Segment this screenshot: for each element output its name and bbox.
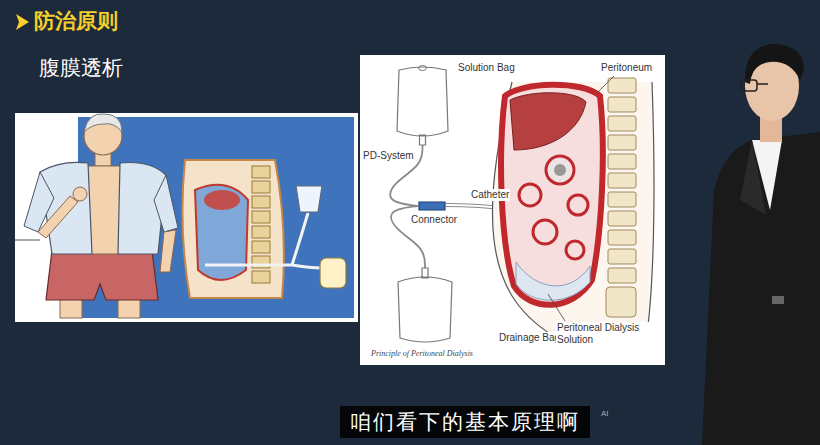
peritoneal-dialysis-illustration (608, 116, 636, 131)
connector-outline (418, 201, 446, 211)
presenter (772, 296, 784, 304)
slide-title: 防治原则 (34, 9, 118, 33)
peritoneal-dialysis-illustration (546, 156, 574, 184)
patient-illustration (252, 166, 270, 178)
presenter (741, 80, 757, 91)
patient-illustration (292, 213, 308, 265)
subtitle: 腹膜透析 (38, 56, 124, 80)
peritoneal-dialysis-illustration (608, 249, 636, 264)
connector-shape (419, 202, 445, 210)
patient-illustration (15, 113, 358, 322)
peritoneal-dialysis-illustration (492, 82, 654, 340)
peritoneal-dialysis-illustration (548, 294, 565, 321)
patient-illustration (252, 241, 270, 253)
peritoneal-dialysis-illustration (519, 184, 541, 206)
patient-illustration (252, 226, 270, 238)
figure-caption: Principle of Peritoneal Dialysis (371, 349, 473, 358)
patient-illustration (38, 196, 78, 238)
solution-bag-shape (397, 67, 448, 145)
part-label: PD-System (362, 150, 415, 162)
node-label: Solution Bag (457, 62, 516, 74)
peritoneal-dialysis-illustration (568, 195, 588, 215)
patient-illustration (205, 264, 292, 267)
peritoneal-dialysis-illustration (608, 78, 636, 93)
solution-bag: Solution Bag (395, 60, 450, 145)
drainage-bag: Drainage Bag (396, 268, 454, 346)
peritoneal-dialysis-illustration (510, 93, 586, 150)
peritoneal-dialysis-illustration (533, 220, 557, 244)
peritoneal-dialysis-illustration (598, 76, 614, 92)
hanger-hole (419, 66, 427, 71)
title-bullet (16, 14, 29, 30)
patient-illustration (252, 181, 270, 193)
part-label: Peritoneum (600, 62, 653, 74)
patient-illustration (46, 250, 158, 300)
patient-illustration (292, 265, 322, 268)
patient-illustration (320, 258, 346, 288)
part-label: Catheter (470, 189, 510, 201)
peritoneal-dialysis-illustration (608, 230, 636, 245)
presenter (702, 44, 820, 445)
peritoneal-dialysis-illustration (608, 192, 636, 207)
patient-illustration (160, 230, 176, 272)
presenter (745, 44, 804, 84)
presenter (740, 140, 766, 215)
peritoneal-dialysis-illustration (608, 135, 636, 150)
patient-illustration (252, 271, 270, 283)
node-label: Drainage Bag (498, 332, 561, 344)
peritoneal-dialysis-illustration (608, 211, 636, 226)
title-bullet (16, 14, 29, 30)
connector: Connector (418, 201, 446, 211)
peritoneal-dialysis-illustration (608, 154, 636, 169)
drainage-bag-outline (396, 268, 454, 346)
peritoneal-dialysis-illustration (608, 173, 636, 188)
patient-illustration (15, 113, 358, 322)
watermark: AI (600, 409, 610, 418)
peritoneal-dialysis-illustration (554, 164, 566, 176)
video-subtitle: 咱们看下的基本原理啊 (340, 406, 590, 438)
peritoneal-dialysis-illustration (360, 55, 665, 365)
patient-illustration (84, 114, 122, 132)
presenter (757, 83, 768, 85)
patient-illustration (252, 196, 270, 208)
patient-illustration (15, 240, 40, 241)
peritoneal-dialysis-illustration (606, 287, 636, 317)
peritoneal-dialysis-illustration (608, 97, 636, 112)
peritoneal-dialysis-illustration (566, 241, 584, 259)
peritoneal-dialysis-illustration (516, 262, 590, 300)
patient-illustration (296, 186, 322, 212)
patient-illustration (73, 187, 87, 201)
drainage-bag-shape (398, 268, 452, 342)
node-label: Connector (410, 214, 458, 226)
peritoneal-dialysis-illustration (608, 268, 636, 283)
solution-bag-outline (395, 60, 450, 145)
presenter (702, 132, 820, 445)
peritoneal-dialysis-illustration (501, 85, 603, 305)
part-label: Peritoneal Dialysis Solution (556, 322, 662, 345)
patient-illustration (182, 160, 283, 298)
patient-illustration (252, 211, 270, 223)
patient-illustration (204, 190, 240, 210)
peritoneal-dialysis-illustration (360, 55, 665, 365)
patient-illustration (154, 175, 178, 232)
